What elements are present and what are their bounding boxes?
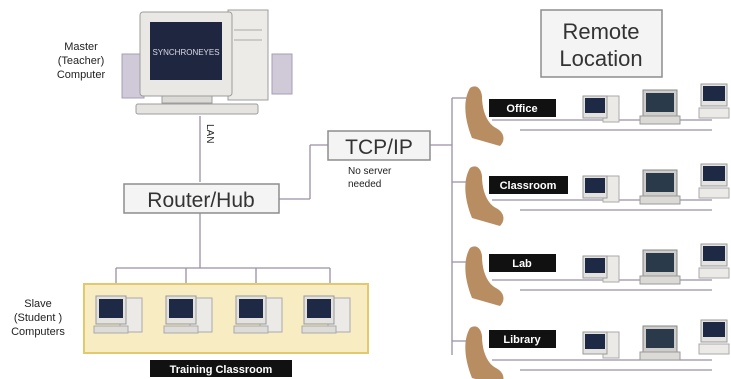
student-computers xyxy=(93,295,351,334)
hand-icon xyxy=(465,246,504,306)
slave-label-line2: (Student ) xyxy=(14,312,62,324)
remote-site-library: Library xyxy=(465,319,730,379)
desktop-computer xyxy=(698,243,730,279)
remote-site-classroom: Classroom xyxy=(465,163,730,226)
monitor-screen xyxy=(150,22,222,80)
site-label-library: Library xyxy=(503,334,541,346)
training-classroom-label: Training Classroom xyxy=(170,364,273,376)
tower-case xyxy=(227,9,269,101)
desktop-computer xyxy=(582,175,620,203)
site-label-office: Office xyxy=(506,103,537,115)
tcpip-note-line1: No server xyxy=(348,166,392,177)
student-computer xyxy=(93,295,143,334)
remote-location-line1: Remote xyxy=(562,19,639,44)
router-hub-box xyxy=(123,183,280,214)
hand-icon xyxy=(465,86,504,146)
master-label-line3: Computer xyxy=(57,69,106,81)
hand-icon xyxy=(465,166,504,226)
master-label-line1: Master xyxy=(64,41,98,53)
svg-text:SYNCHRONEYES: SYNCHRONEYES xyxy=(152,48,219,57)
desktop-computer xyxy=(698,83,730,119)
tcpip-label: TCP/IP xyxy=(345,136,413,159)
laptop-computer xyxy=(639,325,681,361)
remote-location-line2: Location xyxy=(559,46,642,71)
remote-site-lab: Lab xyxy=(465,243,730,306)
student-computer xyxy=(233,295,283,334)
keyboard xyxy=(135,103,259,115)
site-tag xyxy=(489,176,568,194)
master-computer: SYNCHRONEYES xyxy=(121,9,293,115)
lan-label: LAN xyxy=(204,124,215,143)
speaker-right xyxy=(271,53,293,95)
training-classroom-tag xyxy=(150,360,292,377)
master-label-line2: (Teacher) xyxy=(58,55,104,67)
remote-location-box xyxy=(540,9,663,78)
hand-icon xyxy=(465,326,504,379)
site-tag xyxy=(489,99,556,117)
remote-site-office: Office xyxy=(465,83,730,146)
desktop-computer xyxy=(698,163,730,199)
site-label-classroom: Classroom xyxy=(500,180,557,192)
student-computer xyxy=(301,295,351,334)
tcpip-note-line2: needed xyxy=(348,179,381,190)
tcpip-box xyxy=(327,130,431,161)
laptop-computer xyxy=(639,249,681,285)
student-computer xyxy=(163,295,213,334)
slave-label-line3: Computers xyxy=(11,326,65,338)
desktop-computer xyxy=(698,319,730,355)
laptop-computer xyxy=(639,89,681,125)
desktop-computer xyxy=(582,95,620,123)
site-tag xyxy=(489,330,556,348)
slave-label-line1: Slave xyxy=(24,298,52,310)
router-hub-label: Router/Hub xyxy=(147,189,254,212)
laptop-computer xyxy=(639,169,681,205)
site-tag xyxy=(489,254,556,272)
desktop-computer xyxy=(582,331,620,359)
desktop-computer xyxy=(582,255,620,283)
site-label-lab: Lab xyxy=(512,258,532,270)
